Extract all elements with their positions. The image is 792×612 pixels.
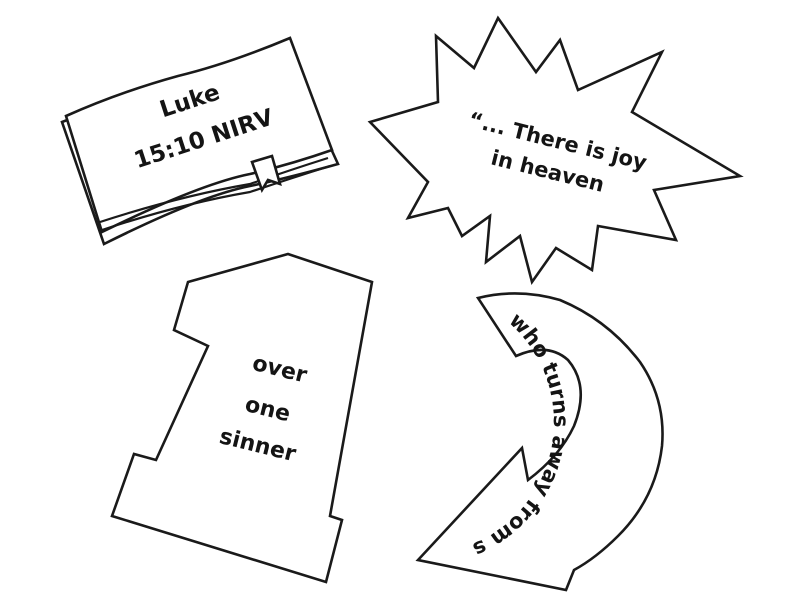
book-cutout: Luke 15:10 NIRV xyxy=(60,36,340,246)
curved-arrow-shape xyxy=(415,292,664,592)
bookmark-ribbon xyxy=(250,154,282,194)
number-one-shape xyxy=(110,252,374,584)
starburst-shape xyxy=(367,15,744,286)
number-one-cutout: over one sinner xyxy=(110,252,374,584)
starburst-cutout: “... There is joy in heaven xyxy=(367,15,744,286)
book-pages xyxy=(64,36,334,234)
page-edge-line xyxy=(99,156,329,224)
page-edge-line-2 xyxy=(101,164,331,232)
